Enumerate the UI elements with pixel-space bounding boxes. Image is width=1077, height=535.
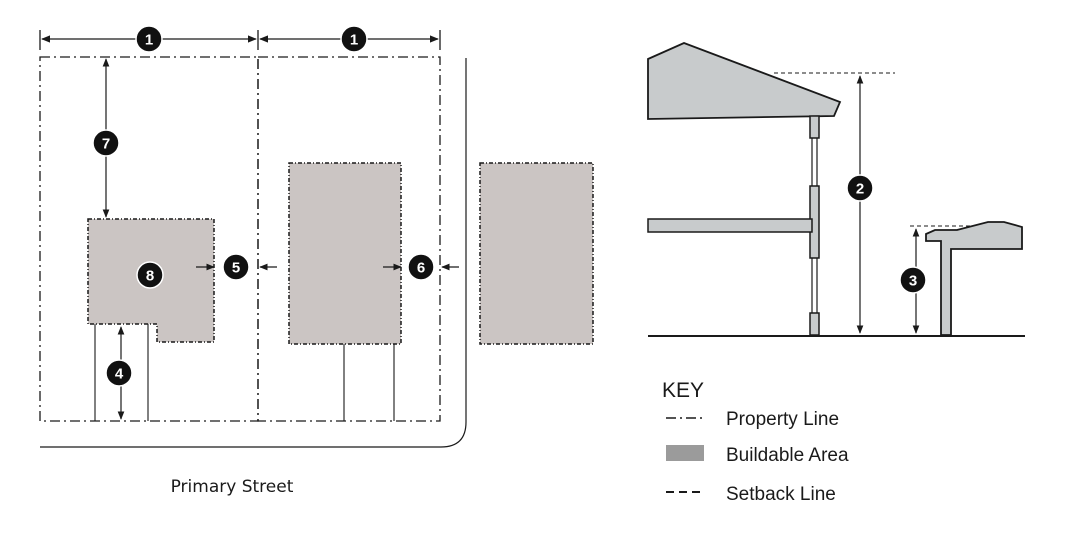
street-curb xyxy=(40,58,467,448)
section-marker-3: 3 xyxy=(899,266,927,294)
lot-width-dimension xyxy=(39,30,441,50)
accessory-structure xyxy=(925,221,1023,336)
legend: KEY Property Line Buildable Area Setback… xyxy=(662,379,849,505)
plan-marker-4: 4 xyxy=(105,359,133,387)
section-marker-2: 2 xyxy=(846,174,874,202)
buildable-areas xyxy=(87,162,594,345)
svg-text:5: 5 xyxy=(232,260,240,277)
svg-text:6: 6 xyxy=(417,260,425,277)
street-label: Primary Street xyxy=(171,477,294,497)
svg-text:3: 3 xyxy=(909,273,917,290)
legend-symbol-buildable-area xyxy=(666,445,704,461)
legend-label-setback-line: Setback Line xyxy=(726,484,836,505)
svg-text:8: 8 xyxy=(146,268,154,285)
plan-marker-1b: 1 xyxy=(340,25,368,53)
svg-text:1: 1 xyxy=(145,32,153,49)
legend-label-buildable-area: Buildable Area xyxy=(726,445,849,466)
section-view: 2 3 xyxy=(647,42,1025,337)
plan-marker-1a: 1 xyxy=(135,25,163,53)
plan-marker-8: 8 xyxy=(136,261,164,289)
legend-title: KEY xyxy=(662,379,704,402)
front-leader-lines xyxy=(94,324,395,421)
plan-view: 1 1 7 8 5 6 4 Primary Street xyxy=(39,25,594,497)
plan-marker-6: 6 xyxy=(407,253,435,281)
svg-text:4: 4 xyxy=(115,366,124,383)
buildable-area-lot-2 xyxy=(288,162,402,345)
main-roof xyxy=(647,42,842,120)
plan-marker-5: 5 xyxy=(222,253,250,281)
svg-text:1: 1 xyxy=(350,32,358,49)
legend-label-property-line: Property Line xyxy=(726,409,839,430)
property-lines xyxy=(39,56,441,422)
floor-slab xyxy=(647,218,813,233)
window-lines xyxy=(811,138,818,313)
svg-text:2: 2 xyxy=(856,181,864,198)
plan-marker-7: 7 xyxy=(92,129,120,157)
svg-text:7: 7 xyxy=(102,136,110,153)
buildable-area-neighbor xyxy=(479,162,594,345)
